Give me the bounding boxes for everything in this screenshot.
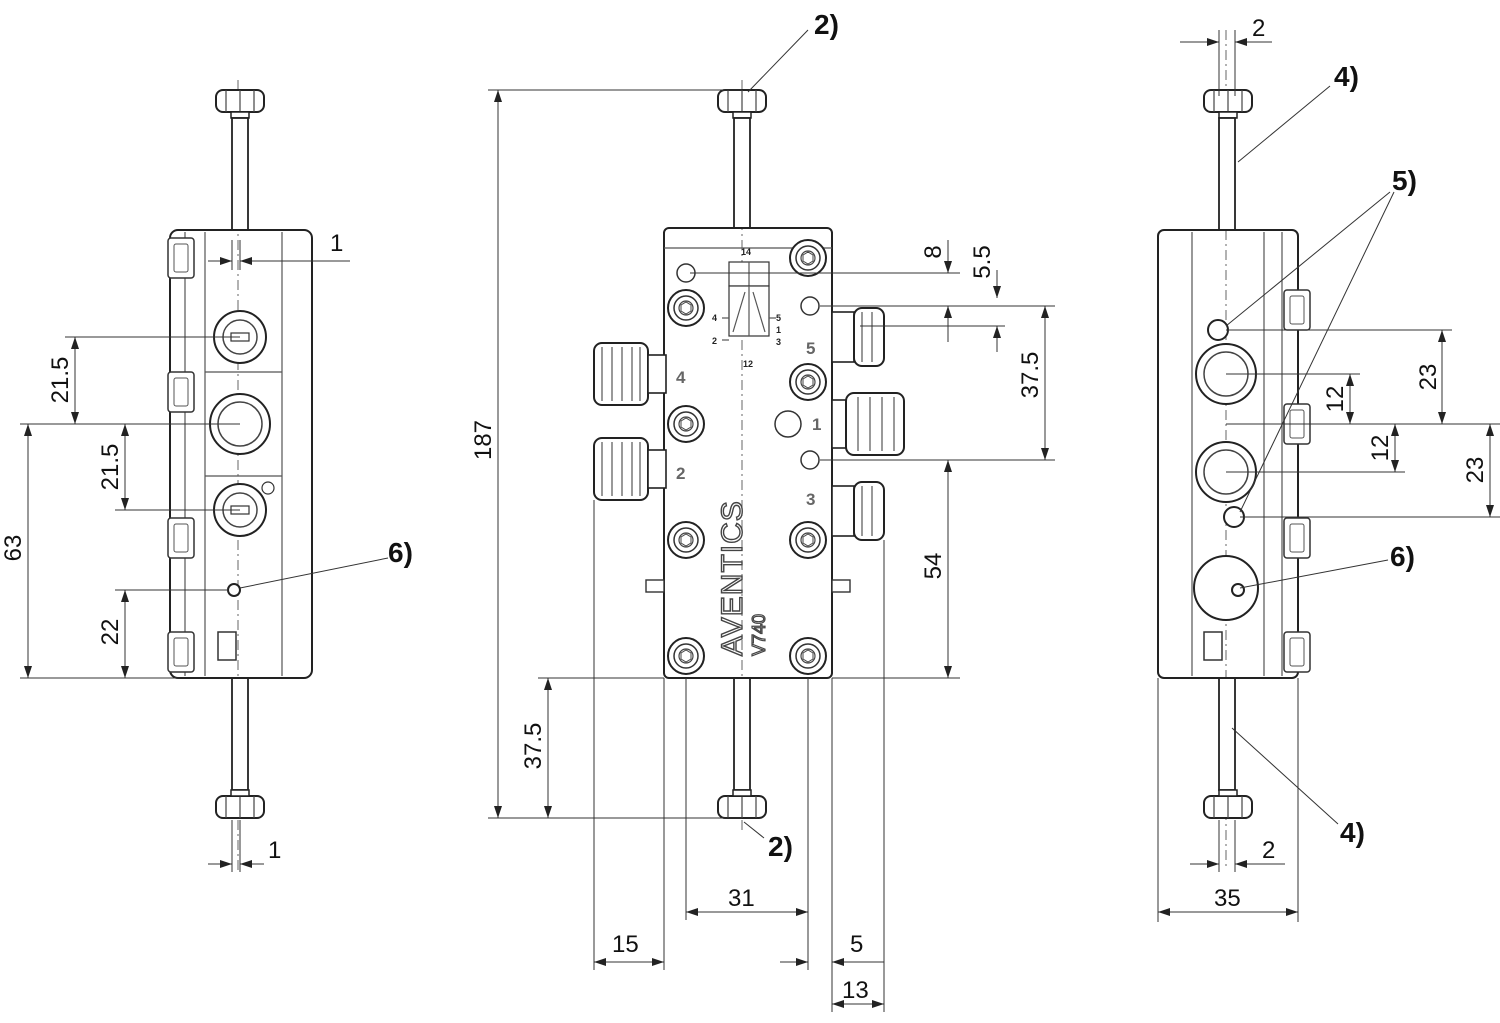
dim-54: 54 [920,553,947,580]
dim-12-b: 12 [1367,435,1394,462]
dim-1-bottom: 1 [268,837,281,864]
dim-37-5-left: 37.5 [520,723,547,770]
dim-31: 31 [728,885,755,912]
dim-12-a: 12 [1322,386,1349,413]
callout-4-bottom: 4) [1340,817,1365,848]
dim-5: 5 [850,931,863,958]
dim-21-5-a: 21.5 [47,357,74,404]
symbol-14: 14 [741,247,751,257]
model-label: V740 [749,614,769,656]
dim-187: 187 [470,420,497,460]
symbol-2: 2 [712,336,717,346]
brand-logo: AVENTICS [716,500,749,656]
symbol-12: 12 [743,359,753,369]
left-view: 1 21.5 21.5 63 22 1 6) [0,80,413,872]
port-label-3: 3 [806,490,815,509]
dim-1-top: 1 [330,230,343,257]
callout-5: 5) [1392,165,1417,196]
dim-5-5: 5.5 [969,245,996,278]
callout-6-right: 6) [1390,541,1415,572]
port-label-2: 2 [676,464,685,483]
callout-2-bottom: 2) [768,831,793,862]
dim-2-top: 2 [1252,15,1265,42]
dim-37-5-right: 37.5 [1017,352,1044,399]
symbol-5: 5 [776,313,781,323]
dim-13: 13 [842,977,869,1004]
callout-6-left: 6) [388,537,413,568]
dim-63: 63 [0,535,27,562]
dim-22: 22 [97,619,124,646]
callout-4-top: 4) [1334,61,1359,92]
port-label-4: 4 [676,368,686,387]
center-view: 14 12 4 2 5 1 3 4 2 5 1 3 AVENTICS V740 … [470,9,1055,1012]
dim-23-a: 23 [1415,364,1442,391]
dim-21-5-b: 21.5 [97,444,124,491]
dim-15: 15 [612,931,639,958]
dim-23-b: 23 [1462,457,1489,484]
right-view: 2 23 12 12 23 2 35 4) 5) 6) 4) [1157,15,1500,922]
dim-8: 8 [920,245,947,258]
dim-35: 35 [1214,885,1241,912]
symbol-3: 3 [776,337,781,347]
callout-2-top: 2) [814,9,839,40]
symbol-4: 4 [712,313,717,323]
dim-2-bottom: 2 [1262,837,1275,864]
symbol-1: 1 [776,325,781,335]
port-label-1: 1 [812,415,821,434]
port-label-5: 5 [806,339,815,358]
